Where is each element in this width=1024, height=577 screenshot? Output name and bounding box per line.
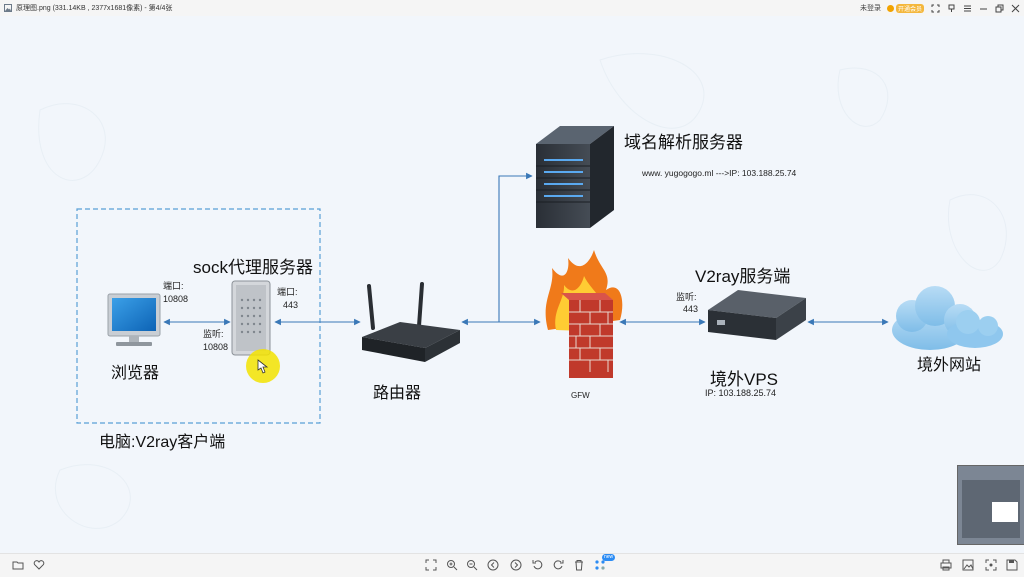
restore-icon[interactable] (994, 3, 1004, 13)
listen-label: 监听: (203, 329, 224, 339)
next-icon[interactable] (510, 559, 522, 571)
vip-icon (886, 4, 894, 12)
vps-ip-label: IP: 103.188.25.74 (705, 388, 777, 398)
image-viewer-icon (4, 4, 12, 12)
menu-icon[interactable] (962, 3, 972, 13)
bottom-toolbar: new (0, 553, 1024, 577)
rotate-left-icon[interactable] (532, 559, 544, 571)
open-folder-icon[interactable] (12, 559, 24, 571)
cloud-icon (892, 286, 1003, 350)
router-icon (362, 282, 460, 362)
proxy-port-label: 端口: (277, 287, 298, 297)
vip-label: 开通会员 (895, 3, 924, 13)
image-canvas[interactable]: 域名解析服务器 www. yugogogo.ml --->IP: 103.188… (0, 16, 1024, 553)
dns-server-icon (536, 126, 614, 228)
window-title: 原理图.png (331.14KB , 2377x1681像素) - 第4/4张 (16, 5, 173, 12)
client-box-border (76, 208, 321, 424)
fullscreen-icon[interactable] (930, 3, 940, 13)
fit-window-icon[interactable] (425, 559, 437, 571)
tower-server-icon (231, 280, 271, 356)
dns-server-label: 域名解析服务器 (624, 133, 743, 152)
proxy-port-value: 443 (283, 300, 299, 310)
browser-label: 浏览器 (111, 365, 160, 382)
sock-proxy-label: sock代理服务器 (193, 258, 313, 277)
vip-button[interactable]: 开通会员 (886, 3, 924, 13)
fullscreen-toggle-icon[interactable] (985, 559, 997, 571)
listen-port-value: 10808 (203, 342, 229, 352)
navigator-thumbnail[interactable] (957, 465, 1024, 545)
titlebar-controls: 未登录 开通会员 (860, 2, 1020, 14)
browser-port-value: 10808 (163, 294, 189, 304)
monitor-icon (107, 293, 161, 346)
v2ray-server-label: V2ray服务端 (695, 267, 791, 286)
save-icon[interactable] (1006, 559, 1018, 571)
delete-icon[interactable] (573, 559, 585, 571)
background-map (38, 53, 1007, 529)
diagram-graphics (38, 53, 1007, 529)
connection-lines (163, 172, 889, 326)
image-edit-icon[interactable] (962, 559, 974, 571)
router-label: 路由器 (373, 385, 422, 402)
client-box-label: 电脑:V2ray客户端 (99, 434, 226, 451)
zoom-out-icon[interactable] (466, 559, 478, 571)
pin-icon[interactable] (946, 3, 956, 13)
vps-server-icon (708, 290, 806, 340)
dns-record-label: www. yugogogo.ml --->IP: 103.188.25.74 (642, 168, 797, 178)
title-bar: 原理图.png (331.14KB , 2377x1681像素) - 第4/4张… (0, 0, 1024, 17)
vps-listen-port: 443 (683, 304, 699, 314)
minimize-icon[interactable] (978, 3, 988, 13)
apps-icon[interactable] (594, 559, 606, 571)
heart-icon[interactable] (33, 559, 45, 571)
close-icon[interactable] (1010, 3, 1020, 13)
vps-label: 境外VPS (710, 370, 779, 389)
zoom-in-icon[interactable] (446, 559, 458, 571)
print-icon[interactable] (940, 559, 952, 571)
vps-listen-label: 监听: (676, 292, 697, 302)
gfw-label: GFW (571, 391, 590, 400)
new-badge: new (602, 554, 616, 561)
rotate-right-icon[interactable] (552, 559, 564, 571)
previous-icon[interactable] (487, 559, 499, 571)
browser-port-label: 端口: (163, 281, 184, 291)
website-label: 境外网站 (917, 357, 982, 374)
firewall-icon (545, 250, 623, 378)
cursor-highlight (246, 349, 280, 383)
thumbnail-viewport (992, 502, 1018, 522)
login-link[interactable]: 未登录 (859, 5, 881, 12)
